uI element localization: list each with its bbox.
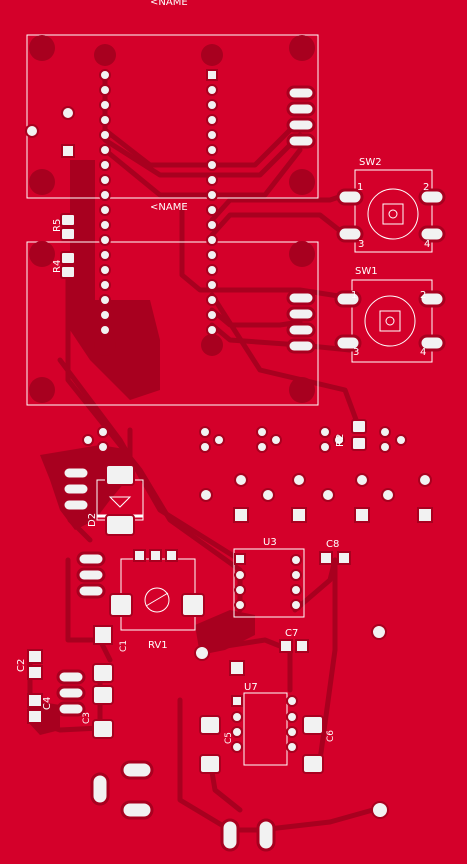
label-r5: R5 bbox=[52, 219, 63, 232]
label-u7: U7 bbox=[244, 682, 258, 693]
label-sw2-pin1: 1 bbox=[357, 182, 363, 193]
module-outline-top bbox=[26, 34, 319, 199]
module-outline-mid bbox=[26, 241, 319, 406]
label-sw1-pin2: 2 bbox=[420, 290, 426, 301]
sw2-outline bbox=[354, 169, 433, 253]
label-sw2-pin3: 3 bbox=[358, 239, 364, 250]
label-c1: C1 bbox=[119, 640, 129, 652]
label-u3: U3 bbox=[263, 537, 277, 548]
u3-outline bbox=[233, 548, 305, 618]
component-pads bbox=[25, 106, 433, 819]
label-c4: C4 bbox=[42, 697, 53, 710]
sw1-body bbox=[364, 295, 416, 347]
oval-pads bbox=[56, 85, 446, 852]
label-sw1-pin1: 1 bbox=[351, 290, 357, 301]
label-rv1: RV1 bbox=[148, 640, 168, 651]
label-sw2-pin4: 4 bbox=[424, 239, 430, 250]
silkscreen-labels: <NAME <NAME SW2 1 2 3 4 SW1 1 2 3 4 R5 R… bbox=[16, 0, 430, 744]
label-sw1-pin3: 3 bbox=[353, 347, 359, 358]
label-c6: C6 bbox=[326, 730, 336, 742]
label-c5: C5 bbox=[224, 732, 234, 744]
label-c8: C8 bbox=[326, 539, 339, 550]
silkscreen-outlines bbox=[26, 34, 433, 766]
rv1-wiper bbox=[144, 587, 170, 613]
mounting-holes bbox=[29, 35, 315, 403]
traces bbox=[27, 72, 383, 833]
label-c7: C7 bbox=[285, 628, 298, 639]
label-r4: R4 bbox=[52, 260, 63, 273]
label-c3: C3 bbox=[82, 712, 92, 724]
label-d2: D2 bbox=[87, 513, 98, 527]
label-r2: R2 bbox=[335, 434, 346, 447]
label-sw1: SW1 bbox=[355, 266, 378, 277]
label-sw2: SW2 bbox=[359, 157, 382, 168]
label-name-top: <NAME bbox=[150, 0, 188, 8]
label-sw2-pin2: 2 bbox=[423, 182, 429, 193]
label-name-mid: <NAME bbox=[150, 202, 188, 213]
header-pins bbox=[99, 69, 218, 336]
label-c2: C2 bbox=[16, 659, 27, 672]
d2-symbol bbox=[108, 496, 132, 508]
sw2-body bbox=[367, 188, 419, 240]
label-sw1-pin4: 4 bbox=[420, 347, 426, 358]
